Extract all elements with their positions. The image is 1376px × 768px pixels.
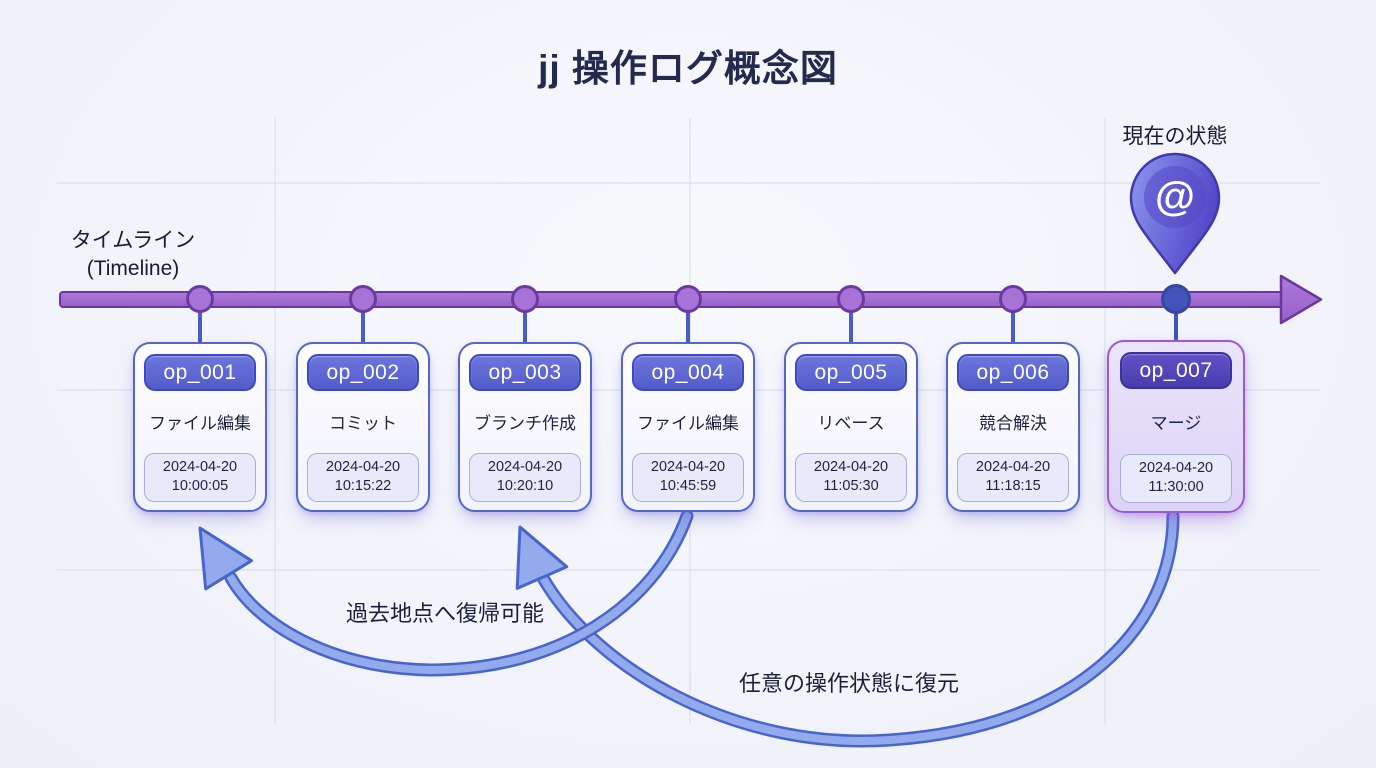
timeline-node bbox=[999, 285, 1027, 313]
op-id-badge: op_007 bbox=[1120, 352, 1232, 389]
op-label: ブランチ作成 bbox=[474, 414, 576, 434]
restore-past-annotation: 過去地点へ復帰可能 bbox=[345, 601, 545, 626]
op-label: ファイル編集 bbox=[149, 414, 251, 434]
timeline-axis-label: タイムライン (Timeline) bbox=[38, 227, 228, 284]
op-id-badge: op_002 bbox=[307, 354, 419, 391]
op-timestamp: 2024-04-20 10:45:59 bbox=[632, 452, 744, 502]
op-id-badge: op_004 bbox=[632, 354, 744, 391]
op-label: ファイル編集 bbox=[637, 414, 739, 434]
timestamp-time: 10:45:59 bbox=[659, 477, 717, 494]
timestamp-date: 2024-04-20 bbox=[1138, 459, 1214, 476]
op-label: マージ bbox=[1150, 413, 1202, 433]
timeline-arrowhead bbox=[1279, 274, 1323, 325]
timeline-node bbox=[349, 285, 377, 313]
timestamp-time: 10:00:05 bbox=[171, 477, 229, 494]
op-id-badge: op_006 bbox=[957, 354, 1069, 391]
arrowhead bbox=[515, 525, 569, 590]
op-card-2: op_002 コミット 2024-04-20 10:15:22 bbox=[296, 342, 430, 512]
timestamp-date: 2024-04-20 bbox=[325, 458, 401, 475]
arrowhead bbox=[198, 526, 253, 591]
op-timestamp: 2024-04-20 11:30:00 bbox=[1120, 453, 1232, 503]
timeline-axis-label-ja: タイムライン bbox=[70, 229, 196, 252]
timeline-node bbox=[511, 285, 539, 313]
current-state-label: 現在の状態 bbox=[1122, 125, 1228, 148]
op-label: コミット bbox=[329, 414, 397, 434]
timeline-node bbox=[837, 285, 865, 313]
timeline-axis-label-en: (Timeline) bbox=[86, 257, 180, 281]
op-timestamp: 2024-04-20 10:00:05 bbox=[144, 452, 256, 502]
timestamp-date: 2024-04-20 bbox=[162, 458, 238, 475]
op-card-3: op_003 ブランチ作成 2024-04-20 10:20:10 bbox=[458, 342, 592, 512]
pin-at-symbol: @ bbox=[1155, 173, 1195, 219]
timeline-node bbox=[674, 285, 702, 313]
op-card-5: op_005 リベース 2024-04-20 11:05:30 bbox=[784, 342, 918, 512]
restore-any-annotation: 任意の操作状態に復元 bbox=[738, 671, 960, 696]
op-label: 競合解決 bbox=[979, 414, 1047, 434]
op-timestamp: 2024-04-20 10:15:22 bbox=[307, 452, 419, 502]
op-card-6: op_006 競合解決 2024-04-20 11:18:15 bbox=[946, 342, 1080, 512]
op-timestamp: 2024-04-20 11:18:15 bbox=[957, 452, 1069, 502]
op-card-1: op_001 ファイル編集 2024-04-20 10:00:05 bbox=[133, 342, 267, 512]
current-state-pin-icon bbox=[1129, 152, 1221, 275]
op-timestamp: 2024-04-20 10:20:10 bbox=[469, 452, 581, 502]
timestamp-date: 2024-04-20 bbox=[975, 458, 1051, 475]
op-id-badge: op_003 bbox=[469, 354, 581, 391]
timeline-node bbox=[186, 285, 214, 313]
timestamp-time: 10:15:22 bbox=[334, 477, 392, 494]
op-label: リベース bbox=[817, 414, 885, 434]
op-card-7-current: op_007 マージ 2024-04-20 11:30:00 bbox=[1107, 340, 1245, 513]
timestamp-time: 11:30:00 bbox=[1148, 478, 1204, 495]
node-stems bbox=[198, 306, 1178, 348]
timestamp-date: 2024-04-20 bbox=[650, 458, 726, 475]
op-id-badge: op_005 bbox=[795, 354, 907, 391]
timeline-bar bbox=[59, 291, 1284, 308]
current-timeline-node bbox=[1161, 284, 1191, 314]
page-title: jj 操作ログ概念図 bbox=[538, 48, 838, 89]
op-id-badge: op_001 bbox=[144, 354, 256, 391]
timestamp-time: 10:20:10 bbox=[496, 477, 554, 494]
restore-past-arrow bbox=[198, 509, 694, 677]
timestamp-time: 11:18:15 bbox=[985, 477, 1041, 494]
op-timestamp: 2024-04-20 11:05:30 bbox=[795, 452, 907, 502]
restore-any-arrow bbox=[515, 509, 1180, 748]
timestamp-date: 2024-04-20 bbox=[813, 458, 889, 475]
timeline-nodes bbox=[186, 284, 1191, 314]
timestamp-time: 11:05:30 bbox=[823, 477, 879, 494]
op-card-4: op_004 ファイル編集 2024-04-20 10:45:59 bbox=[621, 342, 755, 512]
timestamp-date: 2024-04-20 bbox=[487, 458, 563, 475]
